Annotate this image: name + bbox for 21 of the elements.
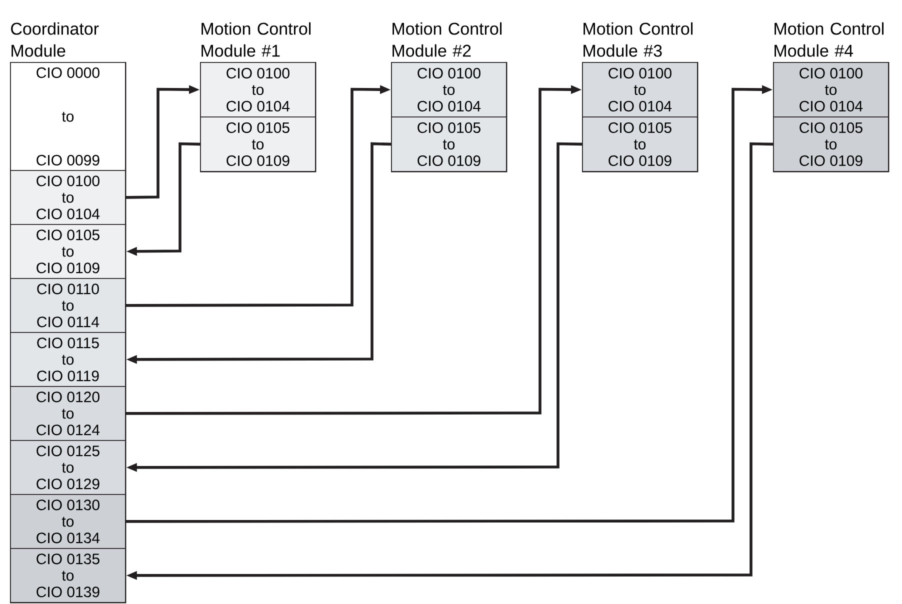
address-cell: CIO 0115 to CIO 0119: [10, 332, 126, 387]
module-heading: Motion Control Module #2: [392, 22, 502, 57]
address-cell: CIO 0105 to CIO 0109: [582, 116, 698, 172]
address-cell: CIO 0135 to CIO 0139: [10, 548, 126, 603]
address-cell: CIO 0120 to CIO 0124: [10, 386, 126, 441]
address-cell: CIO 0100 to CIO 0104: [10, 170, 126, 225]
address-cell: CIO 0100 to CIO 0104: [582, 62, 698, 118]
address-cell: CIO 0100 to CIO 0104: [391, 62, 507, 118]
address-cell: CIO 0100 to CIO 0104: [200, 62, 316, 118]
address-cell: CIO 0105 to CIO 0109: [10, 224, 126, 279]
address-cell: CIO 0130 to CIO 0134: [10, 494, 126, 549]
module-heading: Coordinator Module: [11, 22, 99, 57]
address-cell: CIO 0100 to CIO 0104: [773, 62, 889, 118]
address-cell: CIO 0105 to CIO 0109: [773, 116, 889, 172]
address-cell: CIO 0110 to CIO 0114: [10, 278, 126, 333]
module-heading: Motion Control Module #1: [202, 22, 311, 57]
module-heading: Motion Control Module #4: [774, 22, 884, 57]
address-cell: CIO 0105 to CIO 0109: [200, 116, 316, 172]
address-cell: CIO 0105 to CIO 0109: [391, 116, 507, 172]
address-cell: CIO 0125 to CIO 0129: [10, 440, 126, 495]
module-heading: Motion Control Module #3: [584, 22, 693, 57]
